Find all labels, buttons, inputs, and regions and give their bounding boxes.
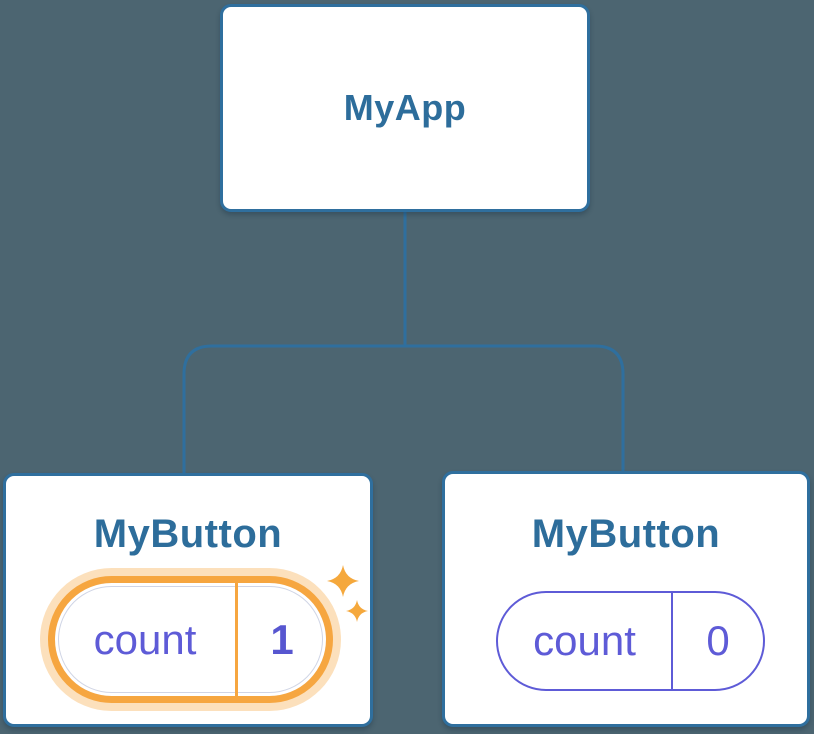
component-node-mybutton-1: MyButton count 1 bbox=[3, 473, 373, 727]
node-label-mybutton-2: MyButton bbox=[531, 512, 721, 556]
state-pill-highlighted: count 1 bbox=[48, 576, 333, 703]
connector-bracket bbox=[182, 344, 625, 476]
state-name-label: count bbox=[533, 617, 636, 664]
state-value: 1 bbox=[270, 615, 294, 663]
state-name-label: count bbox=[93, 615, 197, 663]
node-label-myapp: MyApp bbox=[343, 87, 467, 128]
pill-divider bbox=[671, 593, 673, 689]
node-label-mybutton-1: MyButton bbox=[93, 512, 283, 556]
state-value: 0 bbox=[706, 617, 730, 664]
pill-divider bbox=[235, 583, 238, 696]
component-node-mybutton-2: MyButton count 0 bbox=[442, 471, 810, 727]
component-node-myapp: MyApp bbox=[220, 4, 590, 212]
state-pill: count 0 bbox=[496, 591, 765, 691]
